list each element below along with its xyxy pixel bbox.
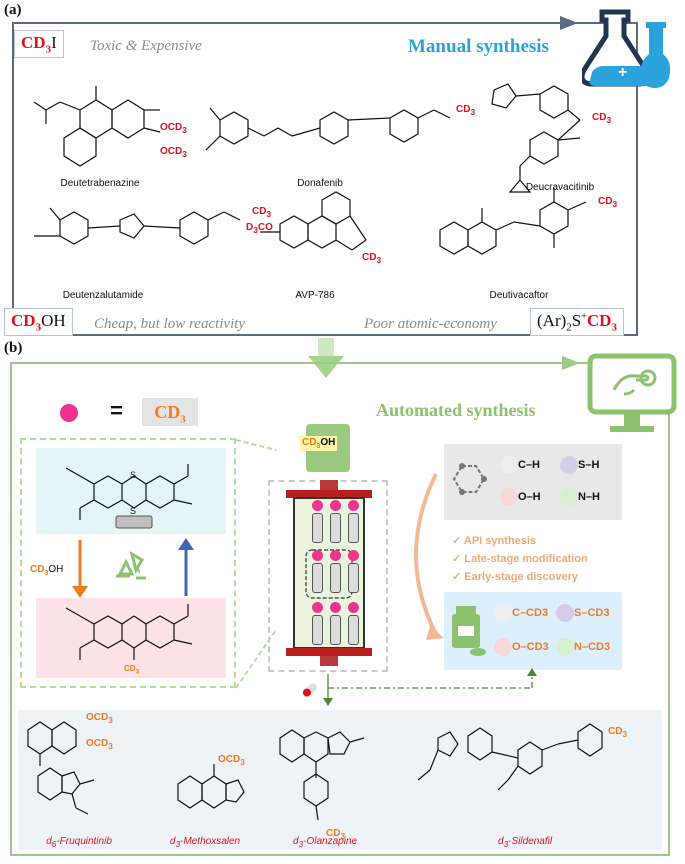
bond-n-cd3: N–CD3	[556, 638, 610, 656]
reactor-tube	[348, 563, 359, 593]
reactor-tube	[330, 563, 341, 593]
cd3oh-reagent: CD3OH	[4, 308, 73, 337]
deutetrabenazine-structure	[33, 86, 161, 167]
product-name: d3-Sildenafil	[497, 836, 553, 849]
cd3-bead	[348, 602, 359, 613]
bond-n-h: N–H	[560, 488, 600, 506]
svg-text:S: S	[130, 506, 136, 516]
deutivacaftor-structure	[439, 188, 587, 255]
reactor-tube	[312, 563, 323, 593]
medicine-bottle-icon	[452, 606, 486, 656]
deutenzalutamide-structure	[34, 207, 241, 245]
legend-equals: =	[110, 398, 123, 423]
reactor-tube	[348, 615, 359, 645]
automated-synthesis-panel	[10, 362, 670, 856]
cd3-bead	[330, 500, 341, 511]
manual-synthesis-panel	[12, 22, 638, 336]
flask-icon: +	[582, 9, 671, 88]
legend-cd3: CD3	[142, 398, 198, 426]
donafenib-structure	[205, 107, 451, 151]
bond-c-h: C–H	[500, 456, 540, 474]
panel-a-arrow-icon	[560, 16, 578, 30]
cd3-bead	[312, 602, 323, 613]
product-name: d3-Olanzapine	[292, 836, 358, 849]
drug-name: Deucravacitinib	[525, 182, 595, 193]
drug-name: AVP-786	[295, 290, 335, 301]
recycle-icon	[116, 550, 146, 580]
drug-name: Donafenib	[297, 178, 343, 189]
cd3-bead-legend-icon	[60, 404, 78, 422]
transition-arrow-icon	[308, 338, 344, 378]
xh-substrate-box	[444, 444, 622, 520]
cd3i-note: Toxic & Expensive	[90, 38, 202, 54]
product-name: d6-Fruquintinib	[46, 836, 112, 849]
cd3-bead	[330, 602, 341, 613]
cd3-bead	[348, 500, 359, 511]
recycle-arrows	[72, 538, 194, 598]
bond-o-cd3: O–CD3	[494, 638, 549, 656]
cd3oh-note: Cheap, but low reactivity	[94, 316, 246, 332]
application-item: ✓ API synthesis	[452, 535, 537, 547]
cd3-bead	[312, 550, 323, 561]
product-name: d3-Methoxsalen	[169, 836, 241, 849]
reagent-cycle-frame	[20, 438, 236, 688]
cd3-bead	[312, 500, 323, 511]
cd3i-reagent: CD3I	[14, 30, 64, 59]
panel-a-label: (a)	[4, 2, 22, 18]
drug-structures	[33, 83, 587, 255]
cd3-bead	[348, 550, 359, 561]
reactor-tube	[312, 513, 323, 543]
reactor-tube	[330, 615, 341, 645]
reactor-tube	[330, 513, 341, 543]
reactor-tube	[312, 615, 323, 645]
cd3oh-left-label: CD3OH	[30, 564, 64, 577]
reactor-tube	[348, 513, 359, 543]
curved-arrow	[414, 473, 444, 640]
svg-text:S: S	[130, 470, 136, 480]
panel-b-arrow-icon	[562, 356, 580, 370]
panel-b-label: (b)	[4, 340, 23, 356]
drug-name: Deutivacaftor	[489, 290, 549, 301]
bond-s-h: S–H	[560, 456, 599, 474]
manual-synthesis-title: Manual synthesis	[408, 36, 549, 57]
cd3oh-bottle-label: CD3OH	[300, 436, 338, 451]
drug-name: Deutenzalutamide	[62, 290, 144, 301]
product-structures	[27, 721, 603, 821]
application-item: ✓ Late-stage modification	[452, 553, 588, 565]
thianthrene-structure: S S	[65, 464, 193, 529]
sulfonium-structure	[65, 604, 193, 660]
automated-synthesis-title: Automated synthesis	[376, 400, 536, 420]
cd3-bead	[330, 550, 341, 561]
avp-786-structure	[260, 191, 367, 251]
molecule-icon	[452, 463, 487, 495]
drug-name: Deutetrabenazine	[60, 178, 140, 189]
bond-o-h: O–H	[500, 488, 541, 506]
bond-s-cd3: S–CD3	[556, 604, 609, 622]
bond-c-cd3: C–CD3	[494, 604, 548, 622]
computer-monitor-icon	[587, 353, 677, 432]
sulfonium-reagent: (Ar)2S+CD3	[530, 308, 624, 337]
application-item: ✓ Early-stage discovery	[452, 571, 579, 583]
feedback-line	[323, 668, 537, 706]
sulfonium-reagent-box	[36, 598, 226, 678]
products-area	[18, 710, 662, 850]
pill-icon	[302, 683, 318, 697]
sulfonium-cd3-label: CD3	[124, 664, 140, 676]
deucravacitinib-structure	[491, 83, 581, 193]
sulfonium-note: Poor atomic-economy	[364, 316, 497, 332]
svg-text:+: +	[618, 64, 627, 81]
